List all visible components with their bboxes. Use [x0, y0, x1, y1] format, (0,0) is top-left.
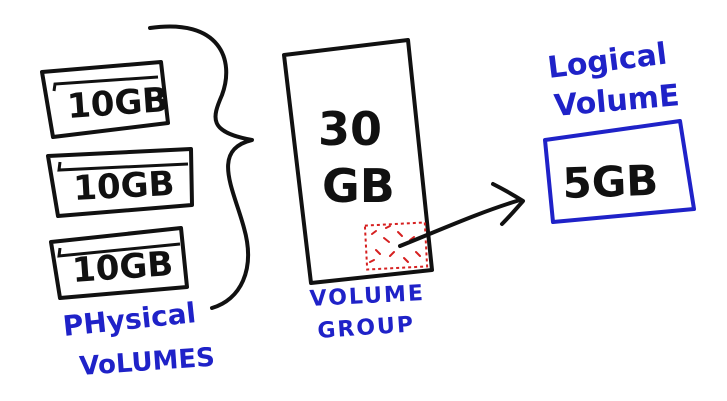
lv-caption-line2: VolumE — [553, 78, 681, 124]
pv-caption-line1: PHysical — [61, 296, 197, 343]
physical-volume-1: 10GB — [40, 60, 170, 139]
logical-volume: 5GB — [543, 119, 696, 224]
vg-caption-line2: GROUP — [317, 312, 416, 344]
vg-label-line2: GB — [322, 159, 395, 213]
vg-label-line1: 30 — [318, 102, 382, 156]
pv-2-label: 10GB — [72, 164, 175, 209]
extent-region — [363, 221, 429, 271]
volume-group: 30 GB — [282, 38, 434, 285]
pv-1-label: 10GB — [66, 80, 170, 127]
physical-volume-2: 10GB — [46, 147, 194, 218]
vg-caption-line1: VOLUME — [309, 281, 426, 312]
lv-caption-line1: Logical — [546, 37, 669, 86]
pv-3-label: 10GB — [71, 244, 175, 291]
curly-brace — [148, 24, 254, 310]
arrow — [398, 182, 525, 248]
pv-caption-line2: VoLUMES — [78, 343, 215, 382]
physical-volume-3: 10GB — [49, 226, 189, 300]
lv-label: 5GB — [562, 156, 659, 208]
